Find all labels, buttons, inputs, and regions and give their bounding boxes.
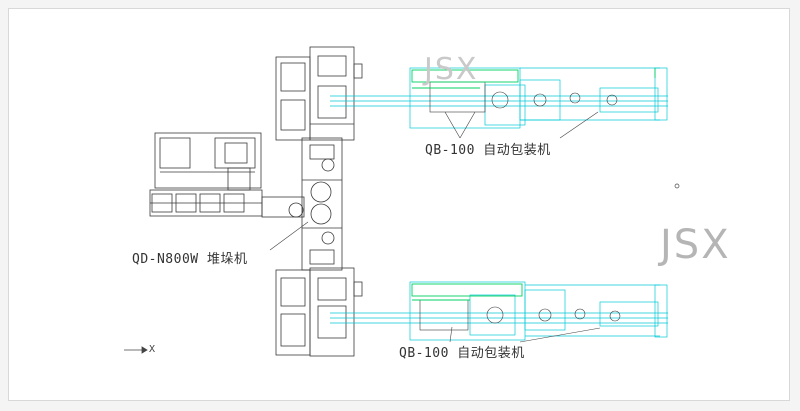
leader-lines — [269, 111, 601, 343]
label-packer-bottom: QB-100 自动包装机 — [399, 346, 525, 361]
drawing-frame — [8, 8, 790, 401]
stacker-machine — [149, 132, 263, 217]
x-axis-label: X — [149, 344, 156, 355]
label-packer-top: QB-100 自动包装机 — [425, 143, 551, 158]
x-axis-arrow — [124, 346, 148, 354]
label-stacker: QD-N800W 堆垛机 — [132, 252, 248, 267]
packer-bottom-conveyor — [330, 281, 668, 341]
packer-top-body — [275, 46, 363, 141]
watermark-main: JSX — [660, 222, 731, 268]
packer-bottom-highlight — [411, 283, 523, 301]
reference-marker — [674, 183, 680, 189]
transfer-column — [261, 137, 343, 271]
packer-bottom-body — [275, 267, 363, 357]
packer-top-highlight — [411, 68, 656, 89]
packer-bottom-detail — [419, 299, 621, 331]
watermark-top: JSX — [424, 52, 479, 87]
packer-top-conveyor — [330, 67, 668, 129]
